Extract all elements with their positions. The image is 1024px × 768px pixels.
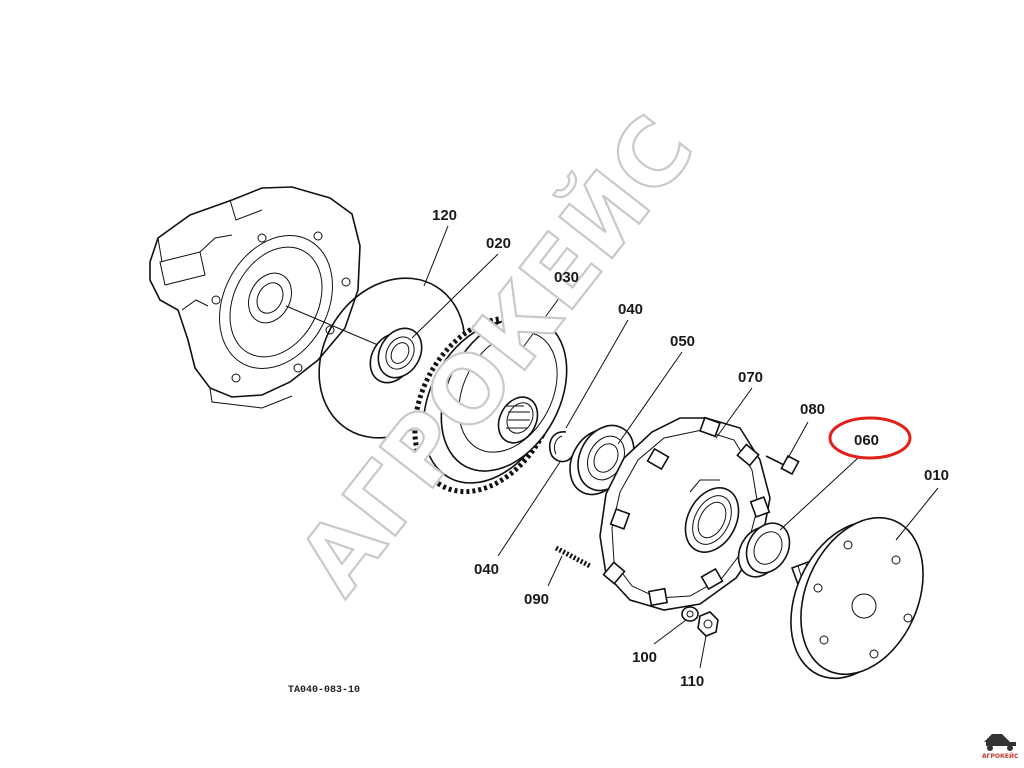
callout-040-bottom: 040 [474,561,499,578]
callout-070: 070 [738,369,763,386]
gear-part-030 [412,315,568,495]
stud-part-090 [554,545,592,569]
bearing-part-020 [369,327,423,384]
oil-seal-part-060 [737,522,791,578]
drawing-code: TA040-083-10 [288,685,360,696]
callout-100: 100 [632,649,657,666]
snap-ring-part [548,431,575,463]
callout-090: 090 [524,591,549,608]
callout-110: 110 [680,673,704,690]
nut-part-110 [697,611,719,637]
agrokeys-logo: АГРОКЕЙС [982,734,1019,760]
callout-050: 050 [670,333,695,350]
callout-020: 020 [486,235,511,252]
highlight-circle [828,416,912,460]
bolt-part-080 [765,454,800,476]
logo-text: АГРОКЕЙС [982,752,1019,760]
housing-part [149,186,361,409]
callout-030: 030 [554,269,579,286]
washer-part-100 [681,606,699,622]
callout-120: 120 [432,207,457,224]
leader-lines [411,225,939,669]
callout-010: 010 [924,467,949,484]
cover-part-070 [599,416,771,611]
flange-shaft-part-010 [790,516,924,680]
callout-040-top: 040 [618,301,643,318]
callout-080: 080 [800,401,825,418]
callout-060: 060 [854,432,879,449]
